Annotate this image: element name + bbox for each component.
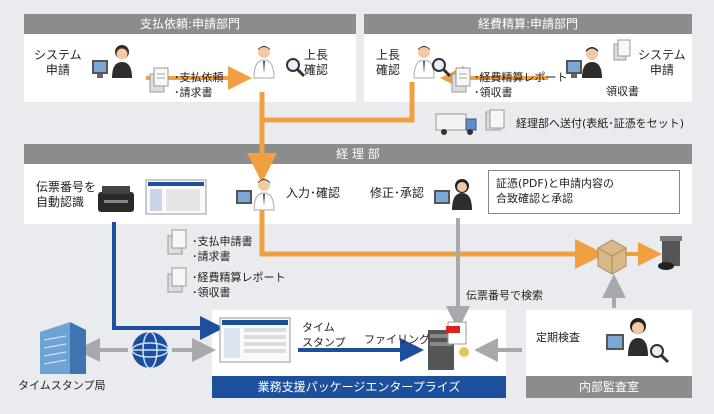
person-icon [628,318,648,356]
document-icon [167,229,187,255]
computer-icon [434,190,450,204]
orange-flow-arrows [146,66,662,269]
docs-expense-label: ･経費精算レポート ･領収書 [474,71,568,99]
docs-expense2-label: ･経費精算レポート ･領収書 [192,271,286,299]
voucher-auto-label: 伝票番号を 自動認識 [36,180,97,209]
person-icon [112,45,132,78]
fix-approve-label: 修正･承認 [370,186,425,200]
filing-label: ファイリング [364,333,430,346]
timestamp-label: タイム スタンプ [302,321,346,349]
document-icon [451,67,471,93]
app-screen-icon [219,317,291,363]
document-icon [485,109,505,131]
computer-icon [606,334,624,350]
supervisor-right-label: 上長 確認 [376,48,401,77]
truck-icon [435,113,477,135]
system-apply-left-label: システム 申請 [34,48,82,77]
accounting-header: 経 理 部 [24,144,692,164]
match-note-box [488,170,680,214]
search-by-voucher-label: 伝票番号で検索 [466,289,543,302]
person-icon [413,46,435,79]
computer-icon [566,60,582,78]
magnifier-icon [650,344,670,364]
person-icon [452,179,472,210]
person-icon [582,47,602,78]
audit-footer: 内部監査室 [526,376,692,398]
scanner-icon [98,186,134,212]
person-icon [253,179,275,211]
box-icon [597,239,627,275]
periodic-audit-label: 定期検査 [536,331,580,344]
docs-payreq-label: ･支払申請書 ･請求書 [192,235,253,263]
system-apply-right-label: システム 申請 [638,48,686,77]
document-icon [149,67,169,93]
computer-icon [236,190,252,204]
magnifier-icon [432,58,452,78]
timestamp-authority-label: タイムスタンプ局 [18,379,106,392]
screen-icon [145,179,207,215]
package-footer: 業務支援パッケージエンタープライズ [212,376,506,398]
computer-icon [92,60,108,78]
document-icon [167,267,187,293]
trash-icon [658,236,682,270]
blue-flow-arrows [112,222,424,362]
input-confirm-label: 入力･確認 [286,186,341,200]
globe-icon [131,331,169,369]
magnifier-icon [286,58,306,78]
document-icon [613,39,631,61]
match-note-label: 証憑(PDF)と申請内容の 合致確認と承認 [496,177,615,205]
docs-payment-label: ･支払依頼 ･請求書 [174,71,224,99]
gray-flow-arrows [76,218,626,362]
building-icon [40,322,86,374]
payment-request-header: 支払依頼:申請部門 [24,14,356,34]
send-to-accounting-label: 経理部へ送付(表紙･証憑をセット) [516,117,685,130]
server-icon [428,321,469,370]
expense-header: 経費精算:申請部門 [364,14,692,34]
person-icon [253,46,275,79]
supervisor-left-label: 上長 確認 [304,48,329,77]
receipt-label: 領収書 [606,85,639,98]
